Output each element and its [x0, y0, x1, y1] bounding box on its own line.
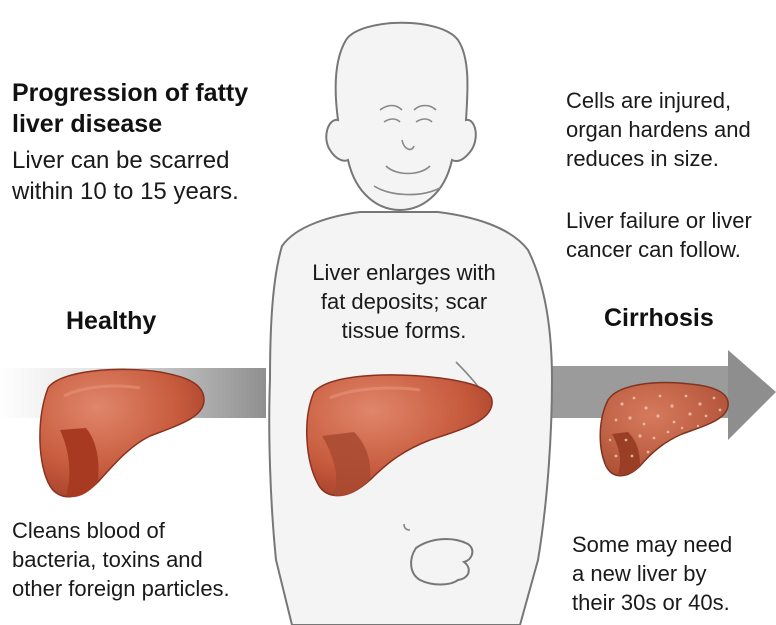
- cirrhosis-notes-line-3: reduces in size.: [566, 144, 751, 173]
- cirrhosis-caption-line-2: a new liver by: [572, 559, 732, 588]
- healthy-caption-line-3: other foreign particles.: [12, 574, 230, 603]
- subtitle-line-2: within 10 to 15 years.: [12, 176, 239, 207]
- subtitle-line-1: Liver can be scarred: [12, 145, 239, 176]
- diagram-subtitle: Liver can be scarred within 10 to 15 yea…: [12, 145, 239, 207]
- cirrhosis-notes: Cells are injured, organ hardens and red…: [566, 86, 751, 173]
- cirrhosis-label: Cirrhosis: [604, 304, 714, 333]
- healthy-caption-line-1: Cleans blood of: [12, 516, 230, 545]
- cirrhosis-outcome-line-1: Liver failure or liver: [566, 206, 752, 235]
- fatty-caption-line-3: tissue forms.: [286, 316, 522, 345]
- healthy-caption: Cleans blood of bacteria, toxins and oth…: [12, 516, 230, 603]
- cirrhosis-outcome: Liver failure or liver cancer can follow…: [566, 206, 752, 264]
- cirrhosis-notes-line-2: organ hardens and: [566, 115, 751, 144]
- cirrhosis-outcome-line-2: cancer can follow.: [566, 235, 752, 264]
- cirrhosis-liver: [600, 383, 728, 476]
- healthy-label: Healthy: [66, 307, 156, 336]
- fatty-caption: Liver enlarges with fat deposits; scar t…: [286, 258, 522, 345]
- title-line-2: liver disease: [12, 109, 248, 140]
- healthy-liver: [40, 369, 204, 497]
- cirrhosis-caption-line-1: Some may need: [572, 530, 732, 559]
- diagram-title: Progression of fatty liver disease: [12, 78, 248, 140]
- fatty-caption-line-1: Liver enlarges with: [286, 258, 522, 287]
- cirrhosis-caption: Some may need a new liver by their 30s o…: [572, 530, 732, 617]
- title-line-1: Progression of fatty: [12, 78, 248, 109]
- fatty-caption-line-2: fat deposits; scar: [286, 287, 522, 316]
- healthy-caption-line-2: bacteria, toxins and: [12, 545, 230, 574]
- cirrhosis-caption-line-3: their 30s or 40s.: [572, 588, 732, 617]
- cirrhosis-notes-line-1: Cells are injured,: [566, 86, 751, 115]
